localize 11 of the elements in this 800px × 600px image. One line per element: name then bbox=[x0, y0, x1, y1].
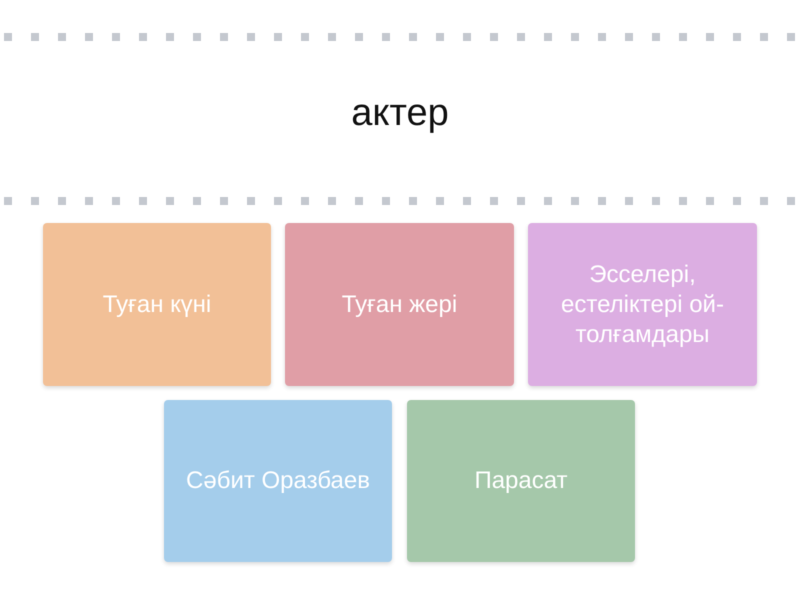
answer-card bbox=[407, 400, 635, 562]
card-text: Туған күні bbox=[102, 290, 212, 320]
answer-card bbox=[528, 223, 757, 386]
card-text: Туған жері bbox=[340, 290, 458, 320]
title: актер bbox=[350, 92, 450, 135]
answer-card bbox=[164, 400, 392, 562]
card-text: Сәбит Оразбаев bbox=[185, 466, 371, 496]
answer-card bbox=[43, 223, 271, 386]
card-text: Парасат bbox=[473, 466, 569, 496]
card-text: Эсселері, естеліктері ой-толғамдары bbox=[560, 260, 725, 350]
answer-card bbox=[285, 223, 514, 386]
